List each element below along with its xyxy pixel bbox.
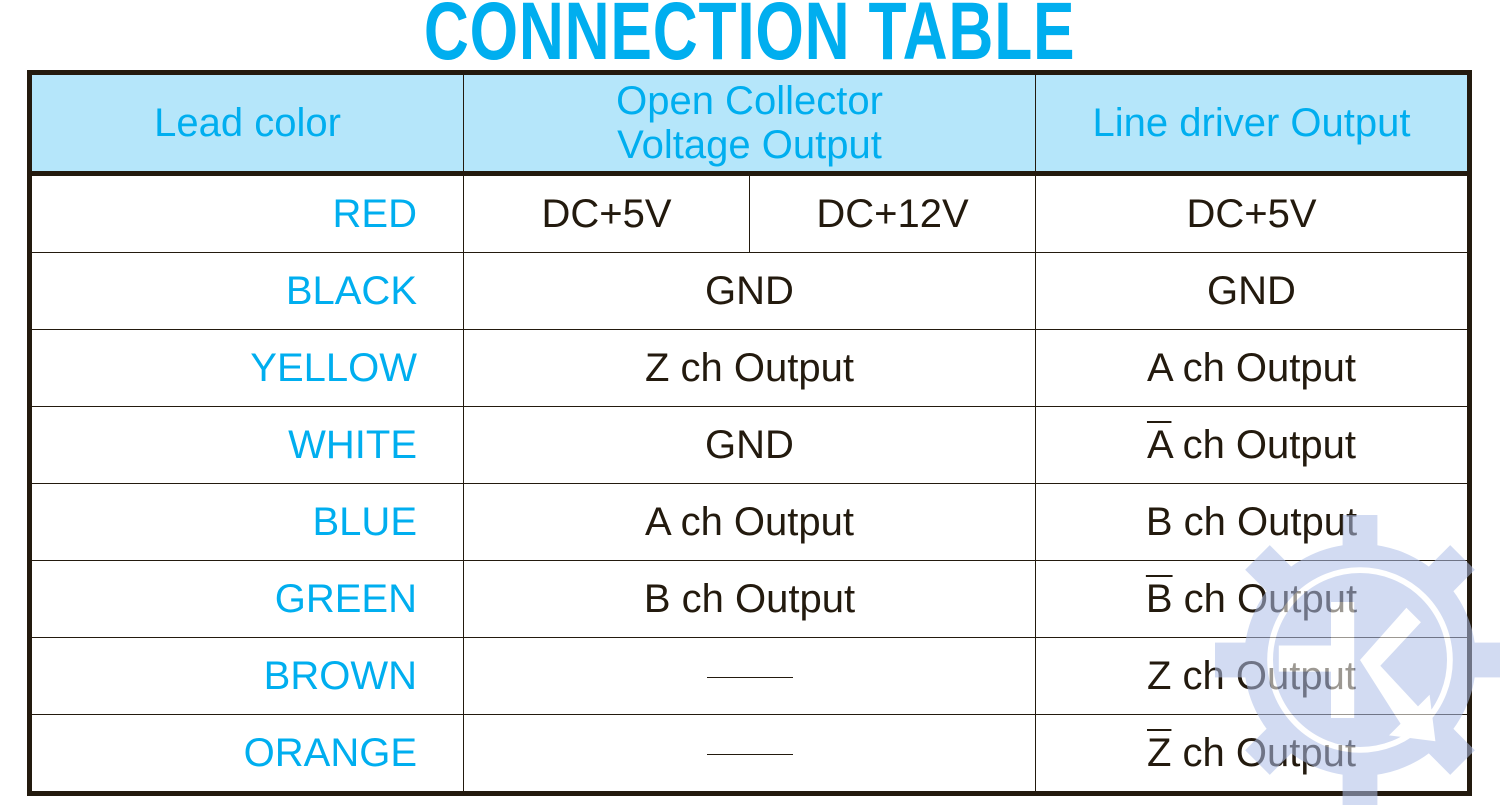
ld-cell: A ch Output [1035,329,1470,407]
ld-cell: A ch Output [1035,406,1470,484]
oc-5v-cell: DC+5V [463,173,750,253]
lead-color-cell: BLACK [29,252,464,330]
oc-cell: Z ch Output [463,329,1036,407]
oc-cell-empty [463,637,1036,715]
lead-color-cell: YELLOW [29,329,464,407]
lead-color-cell: BLUE [29,483,464,561]
table-row: ORANGE Z ch Output [29,714,1470,794]
table-row: YELLOW Z ch Output A ch Output [29,329,1470,407]
oc-cell: GND [463,252,1036,330]
header-lead-color: Lead color [29,72,464,176]
ld-cell: Z ch Output [1035,714,1470,794]
lead-color-cell: GREEN [29,560,464,638]
lead-color-cell: WHITE [29,406,464,484]
table-row: BROWN Z ch Output [29,637,1470,715]
lead-color-cell: BROWN [29,637,464,715]
dash-line [706,677,793,679]
table-row: WHITE GND A ch Output [29,406,1470,484]
oc-cell: A ch Output [463,483,1036,561]
header-line-driver: Line driver Output [1035,72,1470,176]
lead-color-cell: ORANGE [29,714,464,794]
ld-cell: B ch Output [1035,560,1470,638]
table-row: RED DC+5V DC+12V DC+5V [29,173,1470,253]
ld-cell: B ch Output [1035,483,1470,561]
oc-cell: GND [463,406,1036,484]
ld-cell: GND [1035,252,1470,330]
ld-cell: DC+5V [1035,173,1470,253]
ld-cell: Z ch Output [1035,637,1470,715]
table-row: BLACK GND GND [29,252,1470,330]
oc-cell: B ch Output [463,560,1036,638]
dash-line [706,754,793,756]
page-title: CONNECTION TABLE [424,0,1076,77]
table-row: BLUE A ch Output B ch Output [29,483,1470,561]
table-row: GREEN B ch Output B ch Output [29,560,1470,638]
oc-12v-cell: DC+12V [749,173,1036,253]
lead-color-cell: RED [29,173,464,253]
oc-cell-empty [463,714,1036,794]
